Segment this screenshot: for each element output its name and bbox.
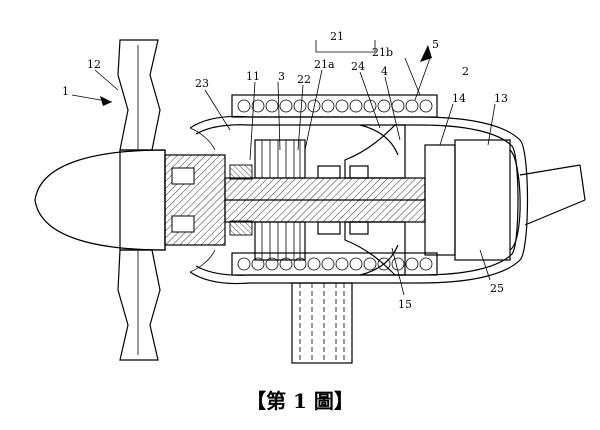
label-14: 14 <box>452 92 466 105</box>
impeller <box>344 124 406 276</box>
tail-strut <box>519 164 586 226</box>
label-15: 15 <box>398 298 412 311</box>
label-1: 1 <box>62 85 69 98</box>
propeller-blade <box>117 39 161 361</box>
label-2: 2 <box>462 65 469 78</box>
label-5: 5 <box>432 38 439 51</box>
mount-column <box>291 282 353 364</box>
shaft-hub <box>164 154 426 246</box>
label-21: 21 <box>330 30 344 43</box>
label-23: 23 <box>195 77 209 90</box>
label-3: 3 <box>278 70 285 83</box>
label-21a: 21a <box>314 58 335 71</box>
label-11: 11 <box>246 70 260 83</box>
coil-ring-top <box>231 94 438 118</box>
arrow-5 <box>420 45 432 62</box>
label-21b: 21b <box>372 46 393 59</box>
rear-assembly <box>424 139 521 261</box>
leader-lines <box>71 40 496 296</box>
compressor-stages <box>229 139 306 261</box>
label-25: 25 <box>490 282 504 295</box>
label-12: 12 <box>87 58 101 71</box>
figure-caption: 【第 1 圖】 <box>246 389 354 413</box>
label-13: 13 <box>494 92 508 105</box>
label-22: 22 <box>297 73 311 86</box>
label-4: 4 <box>381 65 388 78</box>
arrow-1 <box>100 96 112 106</box>
label-24: 24 <box>351 60 365 73</box>
nose-cone <box>34 149 166 251</box>
coil-ring-bottom <box>231 252 438 276</box>
